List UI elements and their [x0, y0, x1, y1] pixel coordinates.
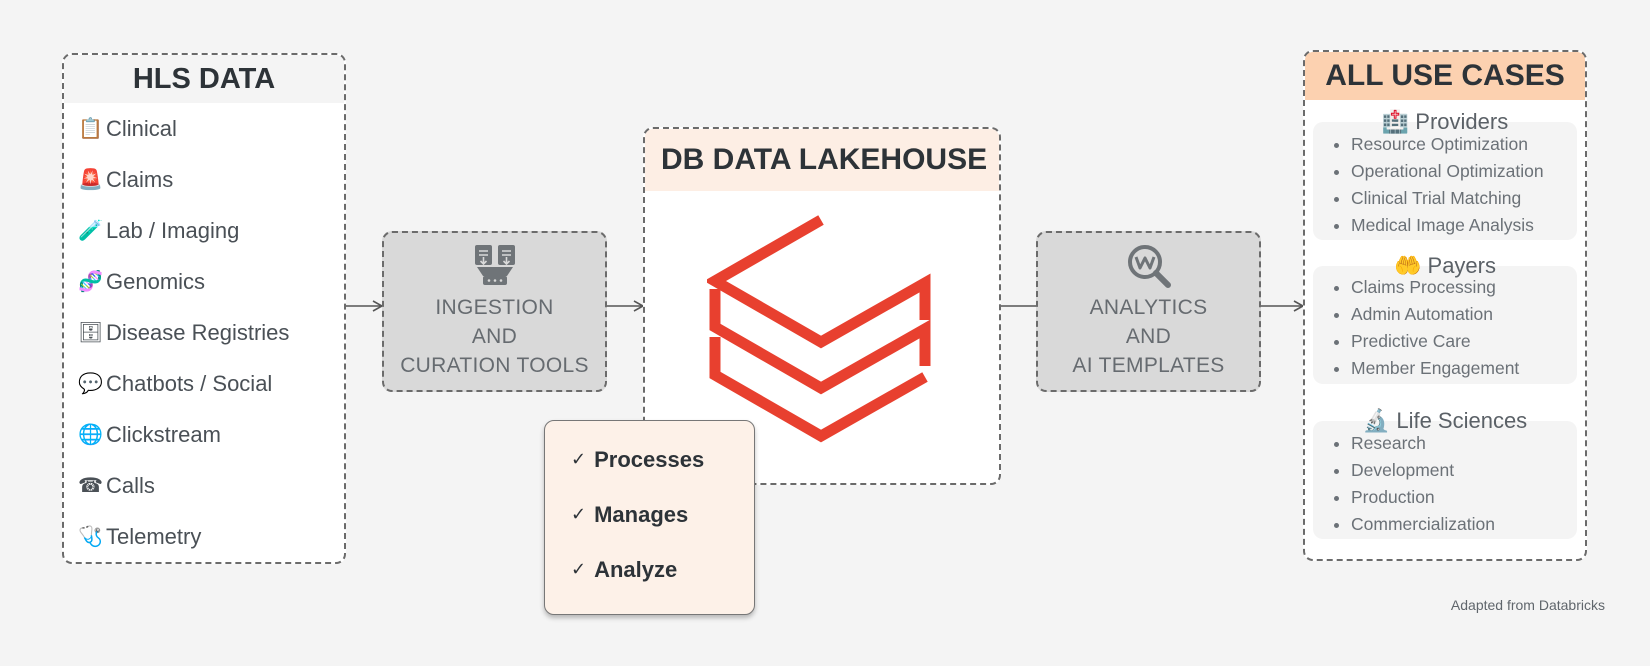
hls-data-list: 📋Clinical 🚨Claims 🧪Lab / Imaging 🧬Genomi…	[64, 103, 344, 562]
capability-label: Manages	[594, 501, 689, 527]
list-item-label: Chatbots / Social	[106, 370, 273, 396]
group-list: Research Development Production Commerci…	[1313, 430, 1577, 538]
clipboard-icon: 📋	[78, 118, 103, 140]
check-icon: ✓	[571, 504, 587, 524]
capability-row: ✓ Processes	[545, 432, 754, 487]
ingestion-line-1: INGESTION	[435, 296, 554, 319]
list-item: Predictive Care	[1351, 328, 1577, 355]
microscope-icon: 🔬	[1362, 408, 1391, 433]
hospital-icon: 🏥	[1381, 109, 1410, 134]
group-list: Resource Optimization Operational Optimi…	[1313, 131, 1577, 239]
list-item: Claims Processing	[1351, 274, 1577, 301]
siren-icon: 🚨	[78, 169, 103, 191]
stethoscope-icon: 🩺	[78, 526, 103, 548]
check-icon: ✓	[571, 449, 587, 469]
use-cases-title: ALL USE CASES	[1305, 52, 1585, 100]
list-item: 🧪Lab / Imaging	[78, 205, 344, 256]
list-item: Production	[1351, 484, 1577, 511]
capability-label: Processes	[594, 446, 705, 472]
list-item-label: Clinical	[106, 115, 177, 141]
analytics-templates-box: ANALYTICS AND AI TEMPLATES	[1036, 231, 1261, 392]
globe-icon: 🌐	[78, 424, 103, 446]
group-name: Life Sciences	[1396, 408, 1528, 433]
list-item-label: Clickstream	[106, 421, 221, 447]
list-item: Resource Optimization	[1351, 131, 1577, 158]
speech-bubble-icon: 💬	[78, 373, 103, 395]
list-item: Clinical Trial Matching	[1351, 185, 1577, 212]
capability-label: Analyze	[594, 556, 678, 582]
dna-icon: 🧬	[78, 271, 103, 293]
source-credit: Adapted from Databricks	[1450, 597, 1605, 613]
hls-data-panel: HLS DATA 📋Clinical 🚨Claims 🧪Lab / Imagin…	[62, 53, 346, 564]
use-cases-panel: ALL USE CASES 🏥 Providers Resource Optim…	[1303, 50, 1587, 561]
list-item: 🚨Claims	[78, 154, 344, 205]
test-tube-icon: 🧪	[78, 220, 103, 242]
telephone-icon: ☎	[78, 475, 103, 497]
list-item: 🩺Telemetry	[78, 511, 344, 562]
group-title: 🔬 Life Sciences	[1313, 408, 1577, 434]
lakehouse-title: DB DATA LAKEHOUSE	[645, 129, 999, 191]
list-item-label: Lab / Imaging	[106, 217, 240, 243]
list-item: 💬Chatbots / Social	[78, 358, 344, 409]
list-item: Member Engagement	[1351, 355, 1577, 382]
group-title: 🏥 Providers	[1313, 109, 1577, 135]
list-item: Research	[1351, 430, 1577, 457]
use-case-group-providers: 🏥 Providers Resource Optimization Operat…	[1313, 109, 1577, 240]
list-item: Medical Image Analysis	[1351, 212, 1577, 239]
capabilities-card: ✓ Processes ✓ Manages ✓ Analyze	[544, 420, 755, 615]
list-item: 🧬Genomics	[78, 256, 344, 307]
list-item: Admin Automation	[1351, 301, 1577, 328]
open-hands-icon: 🤲	[1393, 253, 1422, 278]
list-item: 🗄Disease Registries	[78, 307, 344, 358]
ingestion-line-3: CURATION TOOLS	[400, 354, 589, 377]
ingestion-line-2: AND	[471, 325, 518, 348]
ingestion-tools-box: INGESTION AND CURATION TOOLS	[382, 231, 607, 392]
list-item-label: Calls	[106, 472, 155, 498]
list-item: Development	[1351, 457, 1577, 484]
group-title: 🤲 Payers	[1313, 253, 1577, 279]
analytics-line-1: ANALYTICS	[1089, 296, 1208, 319]
list-item: Operational Optimization	[1351, 158, 1577, 185]
list-item: Commercialization	[1351, 511, 1577, 538]
databricks-logo-icon	[707, 215, 931, 443]
list-item: ☎Calls	[78, 460, 344, 511]
check-icon: ✓	[571, 559, 587, 579]
use-case-group-payers: 🤲 Payers Claims Processing Admin Automat…	[1313, 253, 1577, 384]
file-cabinet-icon: 🗄	[78, 322, 104, 344]
list-item-label: Disease Registries	[106, 319, 290, 345]
list-item-label: Genomics	[106, 268, 206, 294]
capability-row: ✓ Manages	[545, 487, 754, 542]
list-item: 📋Clinical	[78, 103, 344, 154]
group-list: Claims Processing Admin Automation Predi…	[1313, 274, 1577, 382]
use-case-group-life-sciences: 🔬 Life Sciences Research Development Pro…	[1313, 408, 1577, 539]
analytics-line-2: AND	[1125, 325, 1172, 348]
list-item-label: Claims	[106, 166, 174, 192]
analytics-magnifier-icon	[1127, 245, 1171, 288]
group-name: Payers	[1427, 253, 1496, 278]
ingestion-icon	[474, 245, 515, 285]
capability-row: ✓ Analyze	[545, 542, 754, 597]
list-item-label: Telemetry	[106, 523, 202, 549]
hls-data-title: HLS DATA	[64, 55, 344, 103]
list-item: 🌐Clickstream	[78, 409, 344, 460]
analytics-line-3: AI TEMPLATES	[1072, 354, 1225, 377]
group-name: Providers	[1415, 109, 1509, 134]
